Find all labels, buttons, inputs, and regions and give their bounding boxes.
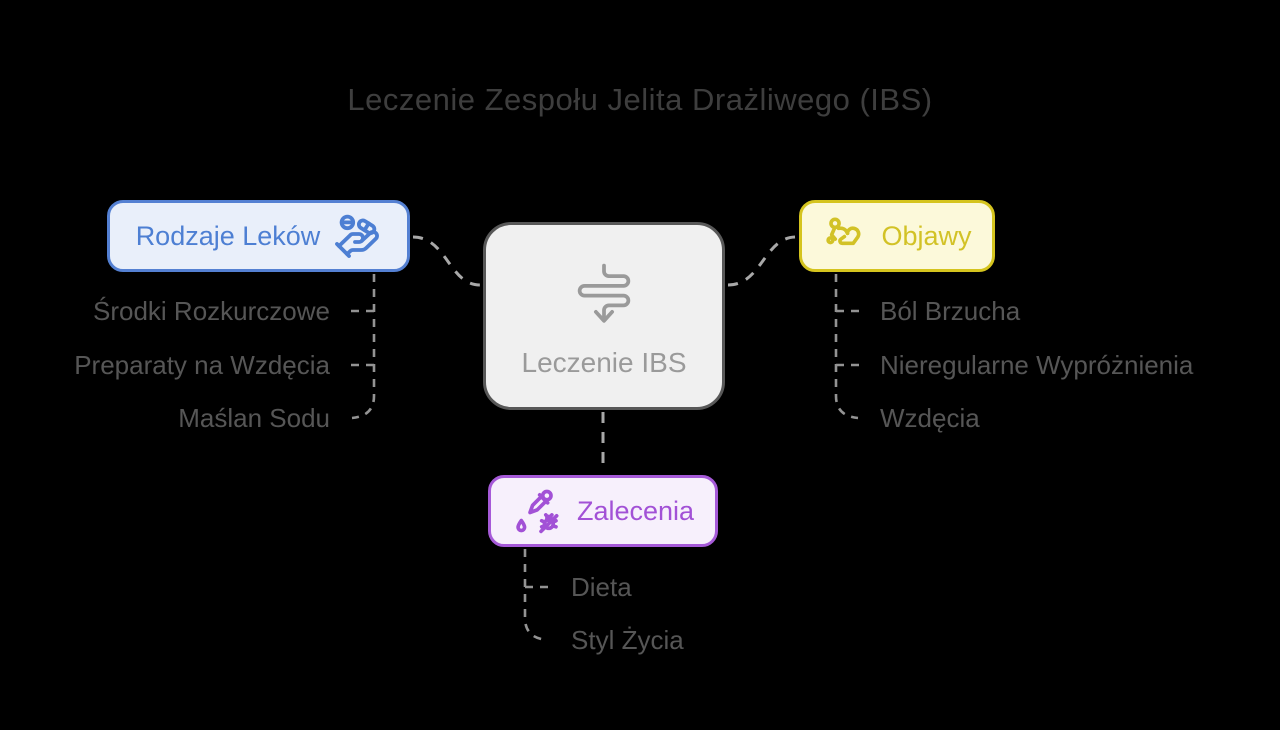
hand-holding-pills-icon [335, 214, 380, 258]
branch-label-symptoms: Objawy [881, 220, 972, 251]
branch-node-recommendations: Zalecenia [488, 475, 718, 547]
child-label-recommendations-1: Dieta [571, 572, 632, 602]
edge-root-medications [412, 235, 481, 287]
dropper-and-bug-icon [516, 489, 559, 534]
root-node-label: Leczenie IBS [521, 347, 687, 378]
branch-node-symptoms: Objawy [799, 200, 995, 272]
branch-label-medications: Rodzaje Leków [135, 220, 321, 251]
intestine-flow-arrow-icon [577, 263, 631, 323]
diagram-title: Leczenie Zespołu Jelita Drażliwego (IBS) [347, 82, 933, 117]
tree-medications-spine [351, 274, 376, 420]
child-label-symptoms-2: Nieregularne Wypróżnienia [880, 350, 1194, 380]
child-label-medications-3: Maślan Sodu [178, 403, 330, 433]
tree-recommendations-spine [523, 549, 548, 642]
child-label-medications-1: Środki Rozkurczowe [93, 296, 330, 326]
root-node: Leczenie IBS [483, 222, 725, 410]
tree-symptoms-spine [834, 274, 859, 420]
child-label-symptoms-1: Ból Brzucha [880, 296, 1021, 326]
child-label-medications-2: Preparaty na Wzdęcia [74, 350, 330, 380]
branch-node-medications: Rodzaje Leków [107, 200, 410, 272]
child-label-symptoms-3: Wzdęcia [880, 403, 980, 433]
branch-label-recommendations: Zalecenia [576, 495, 695, 526]
child-label-recommendations-2: Styl Życia [571, 625, 684, 655]
edge-root-symptoms [727, 235, 797, 287]
person-crawling-icon [826, 217, 861, 246]
